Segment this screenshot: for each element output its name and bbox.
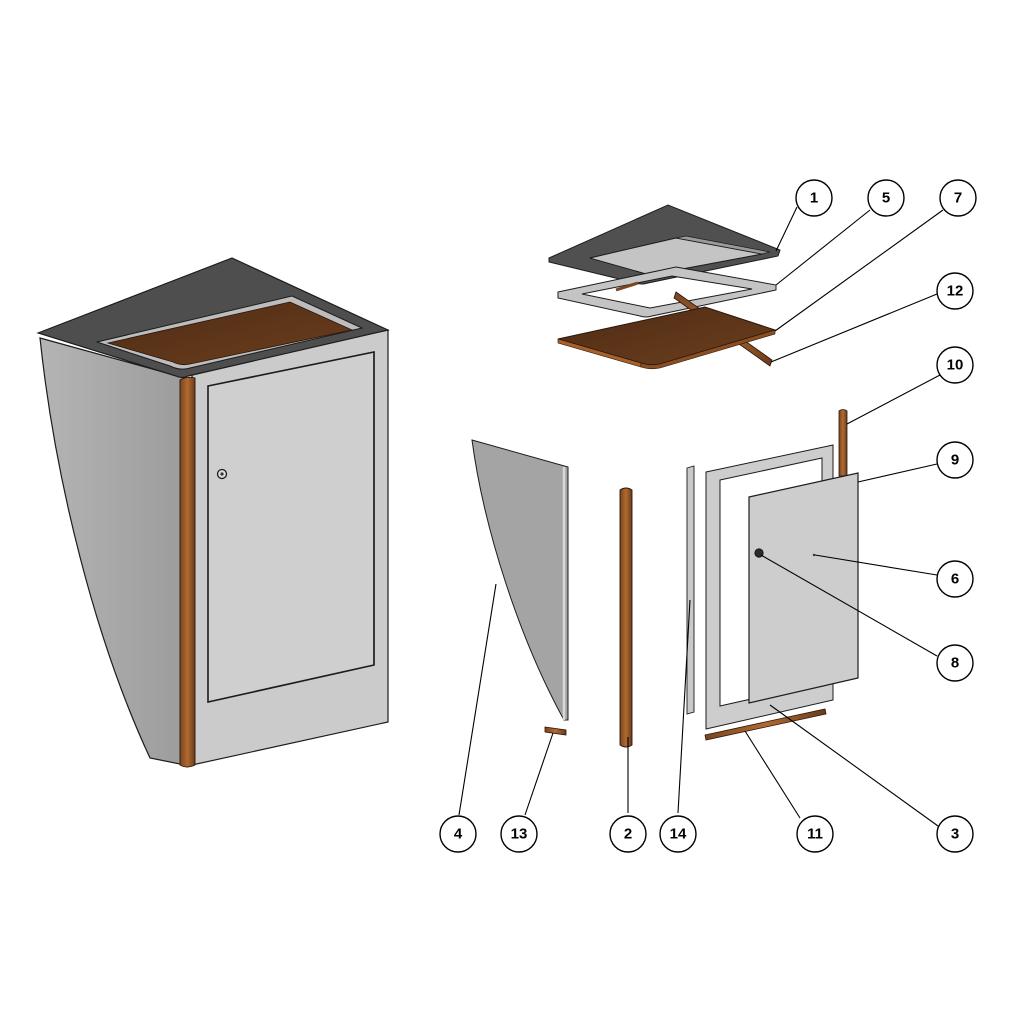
balloon-2-label: 2 xyxy=(624,826,632,843)
balloon-3-label: 3 xyxy=(951,826,959,843)
balloon-7-label: 7 xyxy=(954,190,962,207)
balloon-14-label: 14 xyxy=(670,826,687,843)
part-11-wood-rail xyxy=(704,708,827,741)
part-5-frame xyxy=(557,266,777,318)
balloon-6-label: 6 xyxy=(951,571,959,588)
balloon-1-label: 1 xyxy=(810,190,818,207)
balloon-11-label: 11 xyxy=(807,826,823,843)
balloon-5: 5 xyxy=(867,179,905,217)
balloon-6: 6 xyxy=(936,560,974,598)
leader-lines xyxy=(458,206,944,827)
assembled-cabinet xyxy=(36,257,390,768)
balloon-5-label: 5 xyxy=(882,190,890,207)
balloon-4-label: 4 xyxy=(454,826,463,843)
balloon-13-label: 13 xyxy=(511,826,528,843)
cabinet-wood-top xyxy=(106,301,354,366)
part-7-wood-board xyxy=(557,306,777,366)
balloon-14: 14 xyxy=(659,815,697,853)
balloon-8: 8 xyxy=(936,644,974,682)
balloon-13: 13 xyxy=(500,815,538,853)
balloon-4: 4 xyxy=(439,815,477,853)
balloon-10: 10 xyxy=(936,346,974,384)
cabinet-door[interactable] xyxy=(207,351,375,703)
part-10-wood-post xyxy=(838,409,848,477)
balloon-11: 11 xyxy=(796,815,834,853)
balloon-10-label: 10 xyxy=(947,357,964,374)
part-6-door-panel xyxy=(748,472,859,704)
balloon-1: 1 xyxy=(795,179,833,217)
exploded-front-parts xyxy=(471,409,859,748)
balloon-9-label: 9 xyxy=(951,452,959,469)
part-4-side-panel xyxy=(471,439,569,721)
part-2-wood-post xyxy=(619,487,633,748)
part-13-wood-block xyxy=(544,726,567,736)
balloon-3: 3 xyxy=(936,815,974,853)
balloon-12: 12 xyxy=(936,272,974,310)
cabinet-corner-post xyxy=(179,376,196,768)
exploded-top-parts xyxy=(548,204,781,370)
part-14-strip xyxy=(686,465,695,715)
balloon-2: 2 xyxy=(609,815,647,853)
balloon-9: 9 xyxy=(936,441,974,479)
cabinet-side-panel xyxy=(39,337,186,766)
balloon-7: 7 xyxy=(939,179,977,217)
balloon-12-label: 12 xyxy=(947,283,964,300)
balloon-8-label: 8 xyxy=(951,655,959,672)
